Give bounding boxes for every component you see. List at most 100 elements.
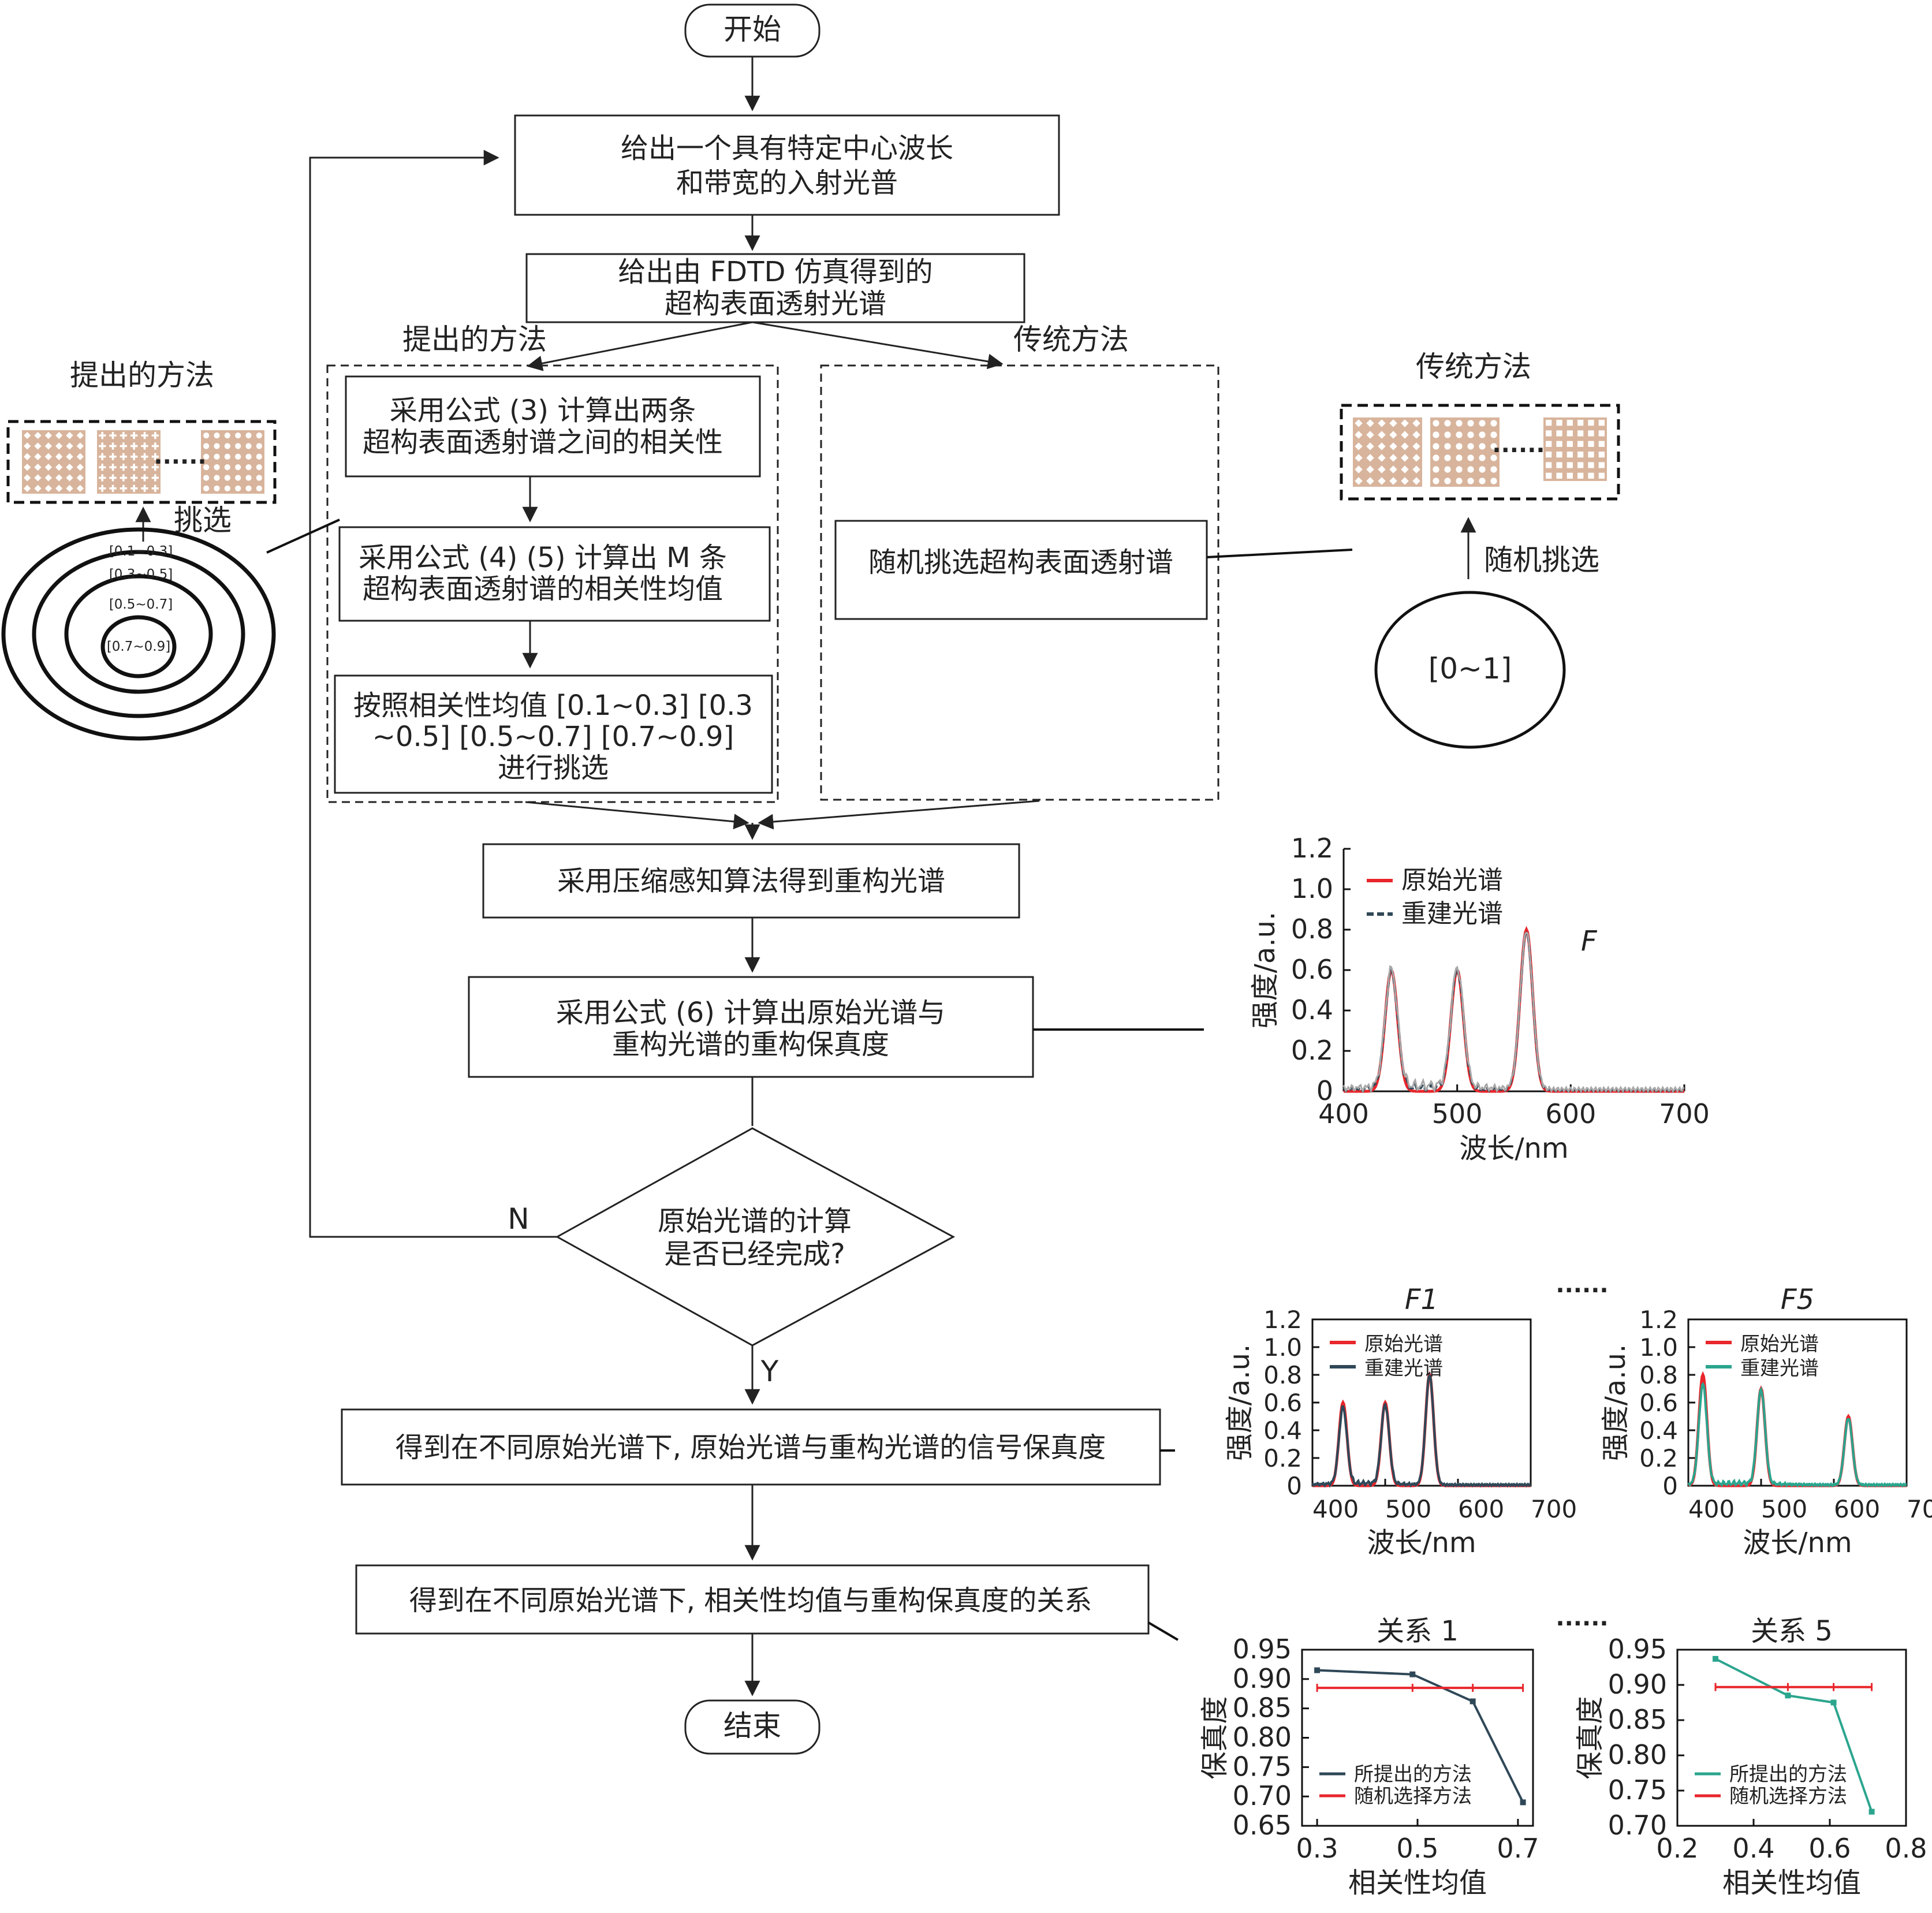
unit-cell [1456, 478, 1463, 484]
random-label: 随机挑选超构表面透射谱 [868, 546, 1173, 579]
x-tick-label: 500 [1385, 1495, 1431, 1523]
unit-cell [1588, 462, 1594, 468]
unit-cell [1355, 477, 1363, 485]
unit-cell [1598, 441, 1605, 447]
y-tick-label: 0 [1662, 1472, 1678, 1500]
unit-cell [1546, 430, 1552, 437]
unit-cell [143, 474, 146, 482]
unit-cell [1567, 452, 1573, 458]
unit-cell [1588, 452, 1594, 458]
unit-cell [1456, 420, 1463, 427]
unit-cell [101, 464, 103, 471]
unit-cell [203, 453, 210, 460]
unit-cell [122, 474, 125, 482]
metasurface-tiles-left [22, 430, 264, 494]
y-tick-label: 0.4 [1291, 994, 1333, 1026]
unit-cell [1412, 431, 1420, 439]
x-tick-label: 600 [1545, 1098, 1596, 1129]
fdtd-box [525, 253, 1025, 323]
unit-cell [24, 484, 31, 492]
chart-title: 关系 1 [1377, 1615, 1459, 1647]
x-tick-label: 0.7 [1497, 1833, 1539, 1864]
unit-cell [55, 464, 63, 471]
unit-cell [154, 484, 156, 492]
unit-cell [55, 484, 63, 492]
unit-cell [1598, 462, 1605, 468]
series-point [1830, 1699, 1837, 1706]
unit-cell [245, 453, 252, 460]
side-left-title: 提出的方法 [70, 359, 214, 392]
tile-background [97, 430, 161, 494]
unit-cell [224, 432, 230, 439]
unit-cell [214, 485, 220, 491]
incident-spectrum-box [514, 114, 1060, 216]
unit-cell [133, 474, 135, 482]
unit-cell [1598, 472, 1605, 479]
side-right-select-label: 随机挑选 [1484, 543, 1599, 577]
charts-ellipsis-top: ...... [1556, 1271, 1608, 1298]
series-point [1314, 1667, 1321, 1673]
yes-label: Y [760, 1355, 779, 1388]
unit-cell [1588, 472, 1594, 479]
unit-cell [111, 453, 114, 460]
y-tick-label: 0.65 [1233, 1810, 1292, 1841]
series-point [1409, 1671, 1416, 1677]
unit-cell [1456, 443, 1463, 450]
unit-cell [1479, 454, 1486, 461]
unit-cell [1355, 454, 1363, 462]
ring-outer [1, 527, 276, 741]
unit-cell [1389, 419, 1397, 427]
unit-cell [1467, 420, 1474, 427]
x-tick-label: 400 [1688, 1495, 1735, 1523]
unit-cell [122, 453, 125, 460]
unit-cell [24, 464, 31, 471]
unit-cell [34, 442, 42, 450]
unit-cell [76, 464, 84, 471]
unit-cell [1401, 431, 1409, 439]
x-tick-label: 0.2 [1656, 1833, 1698, 1864]
series-point [1520, 1799, 1526, 1806]
x-tick-label: 700 [1659, 1098, 1710, 1129]
ring-label-3: [0.5~0.7] [109, 597, 173, 612]
unit-cell [245, 475, 252, 481]
unit-cell [1467, 431, 1474, 438]
unit-cell [1366, 431, 1374, 439]
unit-cell [133, 432, 135, 439]
fdtd-line-1: 给出由 FDTD 仿真得到的 [618, 256, 933, 288]
unit-cell [1444, 443, 1451, 450]
mean-line-2: 超构表面透射谱的相关性均值 [363, 573, 723, 605]
unit-cell [245, 432, 252, 439]
unit-cell [1444, 454, 1451, 461]
unit-cell [235, 485, 241, 491]
unit-cell [24, 453, 31, 460]
y-tick-label: 0.8 [1291, 913, 1333, 945]
y-tick-label: 0.70 [1608, 1810, 1667, 1841]
x-axis-label: 相关性均值 [1348, 1867, 1487, 1899]
unit-cell [224, 485, 230, 491]
legend-label-original: 原始光谱 [1740, 1333, 1819, 1356]
unit-cell [1444, 420, 1451, 427]
unit-cell [1490, 443, 1497, 450]
unit-cell [1355, 442, 1363, 450]
unit-cell [1467, 466, 1474, 473]
unit-cell [1577, 420, 1584, 426]
unit-cell [66, 484, 73, 492]
unit-cell [1433, 431, 1439, 438]
unit-cell [235, 443, 241, 449]
unit-cell [101, 484, 103, 492]
charts-ellipsis-bottom: ...... [1556, 1605, 1608, 1631]
unit-cell [1598, 452, 1605, 458]
cs-label: 采用压缩感知算法得到重构光谱 [557, 865, 945, 897]
corr-line-1: 采用公式 (3) 计算出两条 [390, 394, 696, 427]
unit-cell [214, 464, 220, 471]
series-reconstructed-line [1687, 1382, 1907, 1488]
unit-cell [1556, 441, 1562, 447]
unit-cell [1479, 443, 1486, 450]
connector-relation-chart [1147, 1621, 1179, 1641]
unit-cell [1467, 443, 1474, 450]
unit-cell [256, 432, 262, 439]
unit-cell [55, 474, 63, 482]
unit-cell [66, 464, 73, 471]
